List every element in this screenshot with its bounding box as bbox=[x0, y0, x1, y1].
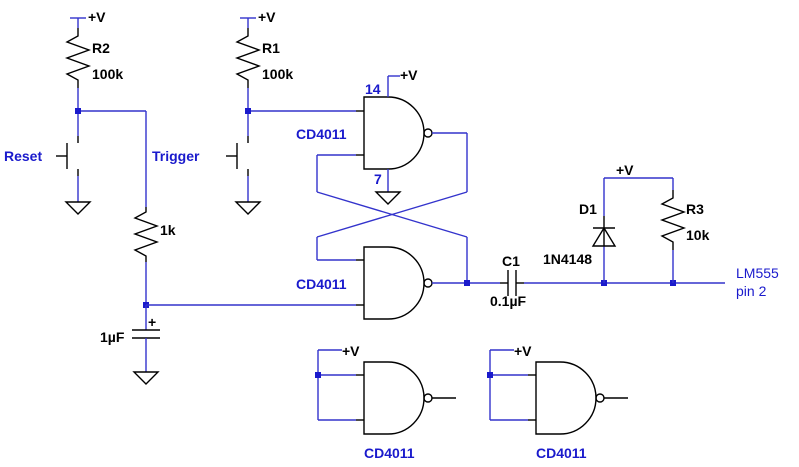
gate-top-vdd-pin: 14 bbox=[365, 81, 381, 97]
r2-value: 100k bbox=[92, 66, 123, 82]
gate-top-part: CD4011 bbox=[296, 126, 347, 142]
r1-name: R1 bbox=[262, 40, 280, 56]
gate-spare-1-part: CD4011 bbox=[364, 445, 415, 461]
diode-d1: D1 1N4148 bbox=[543, 201, 617, 267]
r2-supply-label: +V bbox=[88, 9, 106, 25]
nand-gate-spare-2 bbox=[535, 361, 605, 435]
junction-spare-gate-1 bbox=[315, 372, 321, 378]
cap-1uf-value: 1µF bbox=[100, 329, 125, 345]
junction-trigger-node bbox=[245, 108, 251, 114]
spare-gate-2-supply: +V bbox=[490, 343, 532, 359]
resistor-r2: R2 100k bbox=[64, 28, 123, 88]
r1-value: 100k bbox=[262, 66, 293, 82]
gate-top-vss-pin: 7 bbox=[374, 171, 382, 187]
r2-supply: +V bbox=[70, 9, 106, 28]
capacitor-c1: C1 0.1µF bbox=[490, 253, 527, 309]
nand-gate-spare-1 bbox=[363, 361, 433, 435]
ground-trigger bbox=[234, 201, 262, 215]
c1-value: 0.1µF bbox=[490, 293, 527, 309]
junction-spare-gate-2 bbox=[487, 372, 493, 378]
d1-part: 1N4148 bbox=[543, 251, 592, 267]
spare-gate-1-supply: +V bbox=[318, 343, 360, 359]
gate-spare-2-part: CD4011 bbox=[536, 445, 587, 461]
ground-reset bbox=[64, 201, 92, 215]
ground-gate bbox=[374, 191, 402, 205]
reset-switch: Reset bbox=[4, 136, 79, 176]
resistor-r3: R3 10k bbox=[659, 190, 710, 250]
gate-top-supply-label: +V bbox=[400, 67, 418, 83]
r3-name: R3 bbox=[686, 201, 704, 217]
r2-name: R2 bbox=[92, 40, 110, 56]
junction-reset-node bbox=[75, 108, 81, 114]
nand-gate-bottom bbox=[363, 246, 433, 320]
trigger-switch: Trigger bbox=[152, 136, 249, 176]
r-1k-value: 1k bbox=[160, 222, 176, 238]
d1-supply-label: +V bbox=[616, 162, 634, 178]
d1-name: D1 bbox=[579, 201, 597, 217]
reset-label: Reset bbox=[4, 148, 42, 164]
gate-bottom-part: CD4011 bbox=[296, 276, 347, 292]
r1-supply-label: +V bbox=[258, 9, 276, 25]
r3-value: 10k bbox=[686, 227, 710, 243]
capacitor-1uf: + 1µF bbox=[100, 314, 160, 345]
output-label-line1: LM555 bbox=[736, 265, 779, 281]
cap-1uf-polarity: + bbox=[148, 314, 156, 330]
spare-gate-2-supply-label: +V bbox=[514, 343, 532, 359]
spare-gate-1-supply-label: +V bbox=[342, 343, 360, 359]
c1-name: C1 bbox=[502, 253, 520, 269]
r1-supply: +V bbox=[240, 9, 276, 28]
output-label-line2: pin 2 bbox=[736, 283, 767, 299]
resistor-1k: 1k bbox=[132, 207, 176, 262]
trigger-label: Trigger bbox=[152, 148, 200, 164]
resistor-r1: R1 100k bbox=[234, 28, 293, 88]
ground-cap bbox=[132, 371, 160, 385]
junction-gate-output bbox=[464, 280, 470, 286]
nand-gate-top bbox=[363, 96, 433, 170]
